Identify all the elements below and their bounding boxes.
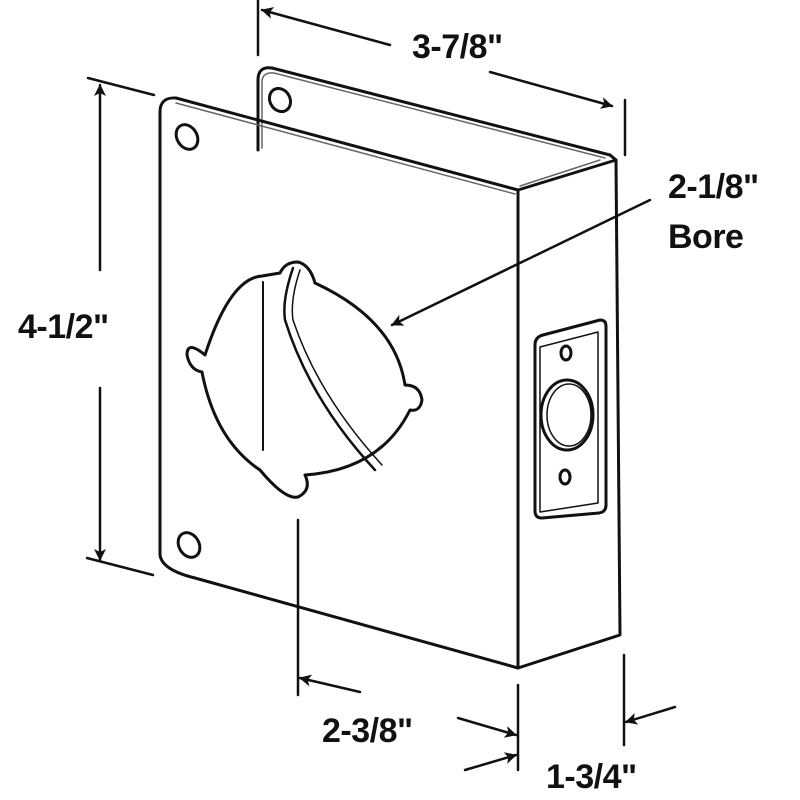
bore-opening	[185, 260, 424, 499]
dim-thickness-line	[622, 653, 677, 747]
strike-plate	[533, 318, 608, 520]
height-dimension-label: 4-1/2"	[18, 308, 109, 346]
dim-height-line	[85, 76, 156, 577]
backset-dimension-label: 2-3/8"	[322, 712, 413, 750]
strike-hole	[539, 378, 595, 452]
bore-leader-line	[390, 198, 652, 327]
box-top	[516, 153, 618, 192]
dim-width-line	[256, 0, 627, 157]
width-dimension-label: 3-7/8"	[412, 28, 503, 66]
back-plate-screw-hole	[267, 86, 293, 114]
front-plate	[158, 96, 520, 670]
bore-size-label: 2-1/8"	[668, 168, 759, 206]
bore-text-label: Bore	[668, 218, 744, 256]
thickness-dimension-label: 1-3/4"	[546, 758, 637, 796]
strike-screw-bottom	[558, 468, 572, 486]
dim-backset-line	[296, 518, 520, 772]
bottom-screw-hole	[176, 531, 202, 559]
back-plate	[256, 66, 612, 159]
top-screw-hole	[174, 123, 200, 151]
box-side	[516, 158, 622, 670]
strike-screw-top	[559, 344, 573, 362]
